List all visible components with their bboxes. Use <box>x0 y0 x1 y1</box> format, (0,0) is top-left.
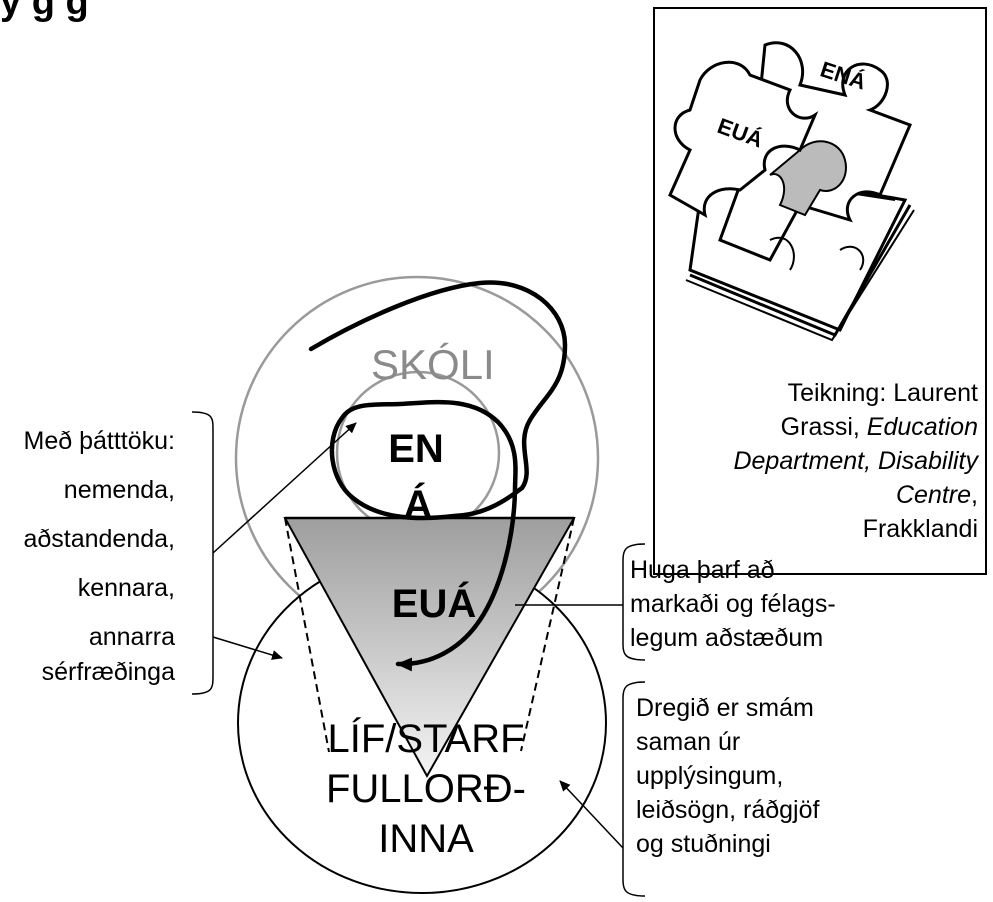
right-top-callout: Huga þarf að markaði og félags- legum að… <box>630 556 836 652</box>
credit-line-4-plain: , <box>971 481 978 509</box>
adult-life-line1: LÍF/STARF <box>327 716 524 761</box>
left-brace <box>191 411 214 695</box>
credit-line-5: Frakklandi <box>863 515 978 543</box>
eua-label: EUÁ <box>392 581 476 626</box>
left-callout-line: annarra <box>89 623 175 651</box>
adult-life-line3: INNA <box>378 817 474 861</box>
left-arrow-to-ellipse <box>212 636 283 660</box>
right-bottom-brace <box>622 681 646 897</box>
credit-line-2-italic: Education <box>867 413 978 441</box>
credit-line-2: Grassi, Education <box>781 413 978 441</box>
right-top-line: markaði og félags- <box>630 590 836 618</box>
left-callout-line: nemenda, <box>64 476 175 504</box>
credit-line-2-plain: Grassi, <box>781 413 867 441</box>
right-bottom-line: saman úr <box>636 728 740 756</box>
title-fragment: y g g <box>0 0 89 23</box>
left-callout: Með þátttöku: nemenda, aðstandenda, kenn… <box>23 427 175 686</box>
left-callout-line: kennara, <box>78 574 175 602</box>
right-bottom-line: leiðsögn, ráðgjöf <box>636 796 820 824</box>
left-callout-line: sérfræðinga <box>42 658 175 686</box>
right-top-brace <box>622 543 646 661</box>
left-callout-line: aðstandenda, <box>23 525 175 553</box>
credit-box: EUÁ ENÁ Teikning: Laurent Grassi, Educat… <box>653 7 987 575</box>
right-bottom-line: upplýsingum, <box>636 762 783 790</box>
ena-label-line2: Á <box>404 482 433 527</box>
right-bottom-line: og stuðningi <box>636 830 771 858</box>
credit-line-1: Teikning: Laurent <box>788 379 978 407</box>
transition-funnel <box>283 516 576 779</box>
ena-label-line1: EN <box>388 427 444 471</box>
credit-line-4-italic: Centre <box>896 481 971 509</box>
left-arrow-to-spiral <box>212 422 357 554</box>
right-top-line: Huga þarf að <box>630 556 775 584</box>
right-bottom-arrow <box>559 780 624 849</box>
right-bottom-line: Dregið er smám <box>636 694 814 722</box>
right-bottom-callout: Dregið er smám saman úr upplýsingum, lei… <box>636 694 820 858</box>
credit-line-3: Department, Disability <box>733 447 979 475</box>
pathway-spiral <box>308 280 568 672</box>
right-top-line: legum aðstæðum <box>630 624 823 652</box>
adult-life-line2: FULLORÐ- <box>326 767 526 811</box>
credit-line-4: Centre, <box>896 481 978 509</box>
left-callout-line: Með þátttöku: <box>24 427 175 455</box>
school-label: SKÓLI <box>371 341 495 388</box>
